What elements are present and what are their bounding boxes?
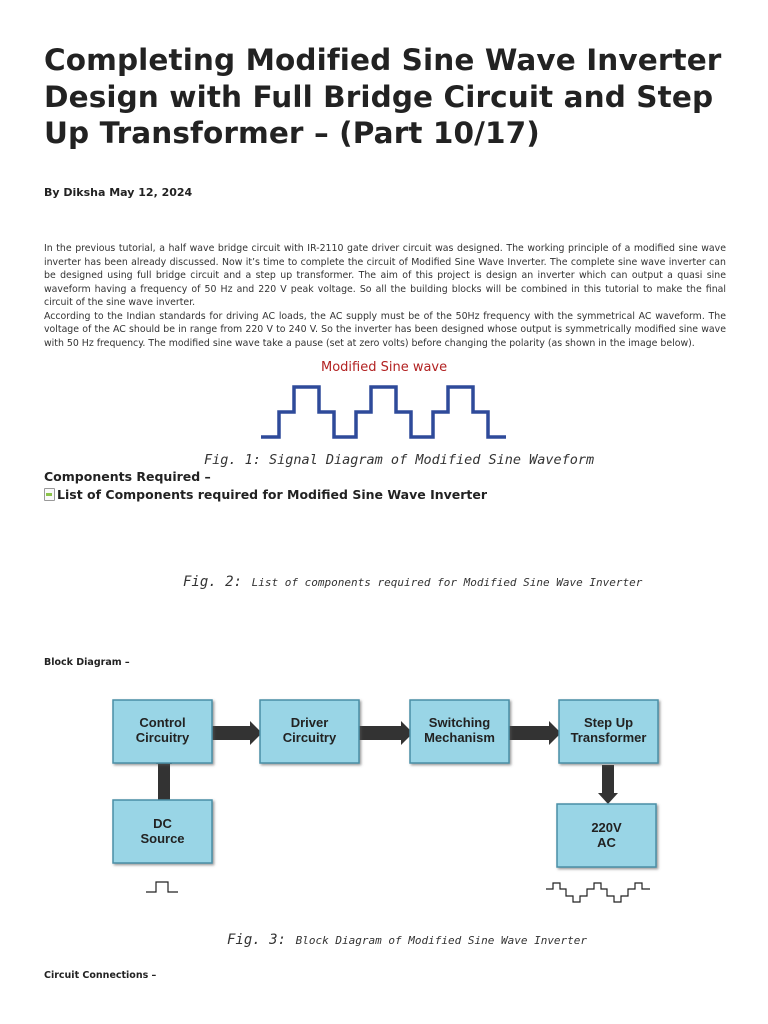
block-label-line: Mechanism [424,730,495,745]
waveform-image-title: Modified Sine wave [321,360,448,375]
components-image-alt: List of Components required for Modified… [57,487,488,502]
article-body: In the previous tutorial, a half wave br… [44,242,726,350]
block-220v-ac: 220V AC [556,803,657,868]
fig1-caption: Fig. 1: Signal Diagram of Modified Sine … [204,452,595,468]
block-step-up-transformer: Step Up Transformer [558,699,659,764]
block-control-circuitry: Control Circuitry [112,699,213,764]
block-diagram-image: Control Circuitry Driver Circuitry Switc… [112,699,659,903]
fig2-caption-text: List of components required for Modified… [251,576,643,589]
dc-pulse-symbol [146,881,178,893]
fig2-caption: Fig. 2: List of components required for … [183,571,642,590]
block-label-line: Source [140,831,184,846]
block-label-line: Switching [429,715,490,730]
block-label-line: Driver [291,715,329,730]
modified-sine-wave-image [261,385,506,439]
paragraph: According to the Indian standards for dr… [44,310,726,349]
fig2-caption-number: Fig. 2: [183,574,243,590]
block-label-line: 220V [591,820,622,835]
fig3-caption-number: Fig. 3: [227,932,287,948]
diagram-arrows [156,721,618,804]
block-driver-circuitry: Driver Circuitry [259,699,360,764]
modified-sine-wave-line [261,385,506,439]
block-label-line: DC [153,816,172,831]
block-dc-source: DC Source [112,799,213,864]
fig3-caption-text: Block Diagram of Modified Sine Wave Inve… [295,934,588,947]
block-label-line: Control [139,715,185,730]
block-label-line: Circuitry [136,730,190,745]
block-label-line: Circuitry [283,730,337,745]
block-label-line: AC [597,835,616,850]
byline: By Diksha May 12, 2024 [44,186,193,199]
broken-image-icon [44,488,55,501]
components-image-placeholder: List of Components required for Modified… [44,487,487,502]
block-switching-mechanism: Switching Mechanism [409,699,510,764]
block-label-line: Step Up [584,715,633,730]
paragraph: In the previous tutorial, a half wave br… [44,243,726,308]
modified-sine-symbol [546,882,650,903]
circuit-connections-heading: Circuit Connections – [44,970,157,981]
block-label-line: Transformer [571,730,647,745]
article-title: Completing Modified Sine Wave Inverter D… [44,43,722,150]
components-heading: Components Required – [44,469,211,484]
block-diagram-heading: Block Diagram – [44,657,130,668]
fig3-caption: Fig. 3: Block Diagram of Modified Sine W… [227,929,587,948]
